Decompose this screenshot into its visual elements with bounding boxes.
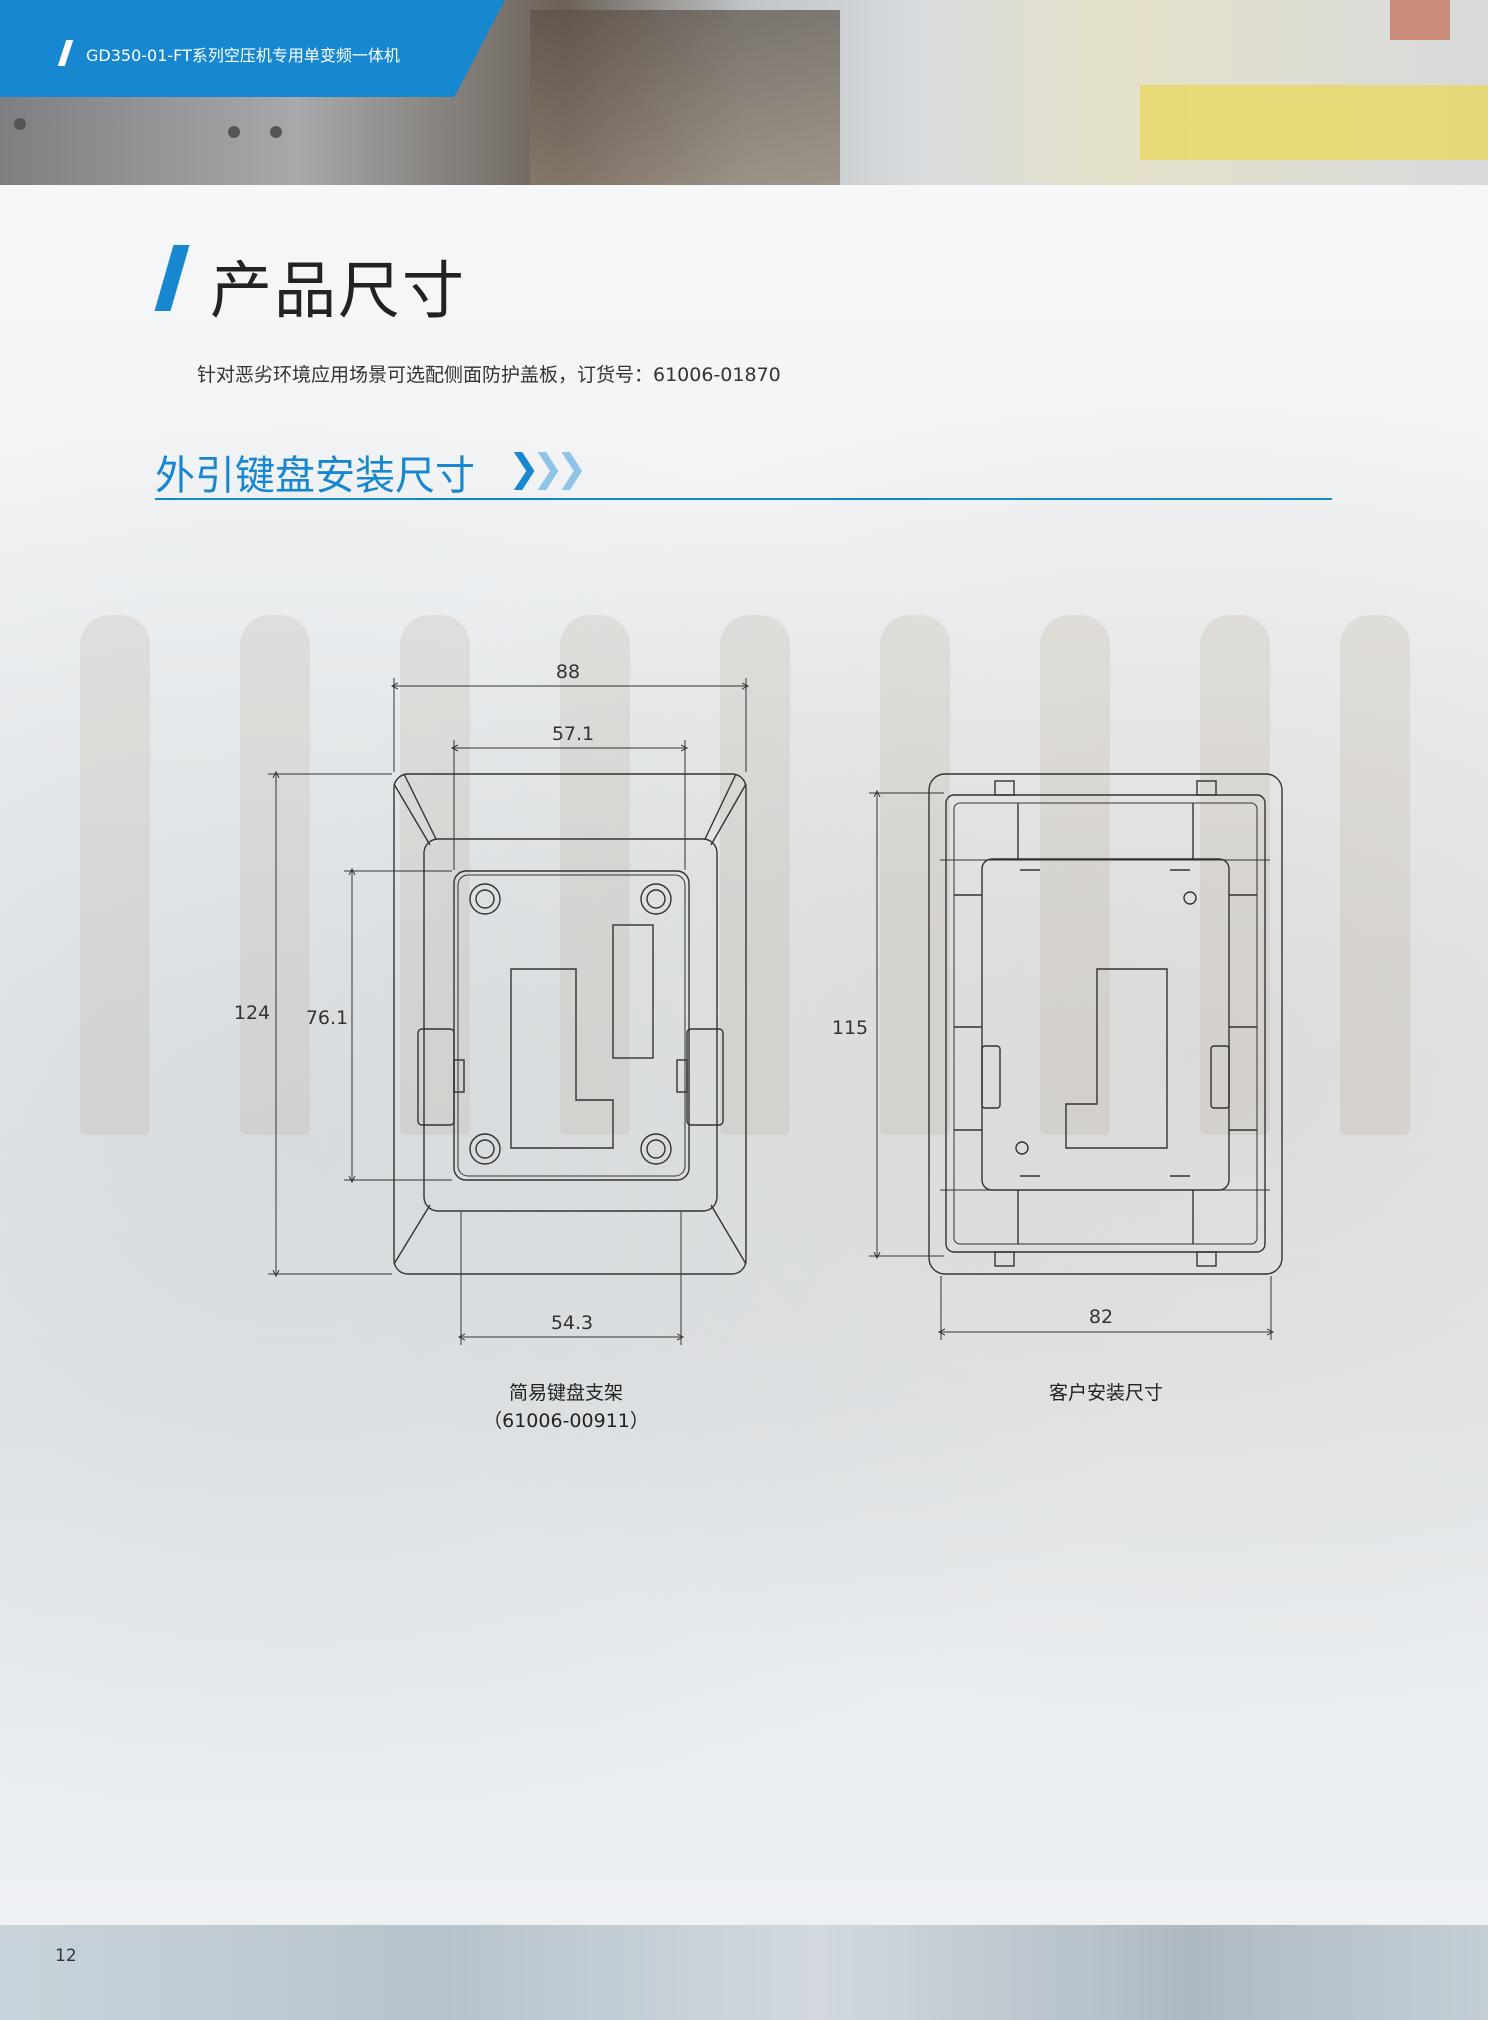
caption-customer-install: 客户安装尺寸 [1048,1382,1163,1404]
page-title: 产品尺寸 [210,254,467,327]
customer-install-drawing [928,773,1283,1275]
header-tab [0,0,505,97]
dim-width-inner: 57.1 [552,723,594,745]
dim-height-inner: 76.1 [306,1007,348,1029]
dim-width-right: 82 [1089,1306,1113,1328]
intro-text: 针对恶劣环境应用场景可选配侧面防护盖板，订货号：61006-01870 [197,364,781,386]
footer-background-photo [0,1925,1488,2020]
dim-width-outer: 88 [556,661,580,683]
chevrons-icon: ❯❯❯ [508,446,587,490]
section-rule [155,498,1332,500]
keyboard-bracket-drawing [393,773,747,1275]
header-title: GD350-01-FT系列空压机专用单变频一体机 [86,46,400,65]
section-title: 外引键盘安装尺寸 [155,453,475,499]
page-background [0,185,1488,1925]
dim-width-bottom: 54.3 [551,1312,593,1334]
caption-bracket-part-number: （61006-00911） [483,1410,649,1432]
page-number: 12 [55,1946,77,1966]
dim-height-outer: 124 [234,1002,270,1024]
dim-height-right: 115 [832,1017,868,1039]
caption-bracket-name: 简易键盘支架 [508,1382,623,1404]
